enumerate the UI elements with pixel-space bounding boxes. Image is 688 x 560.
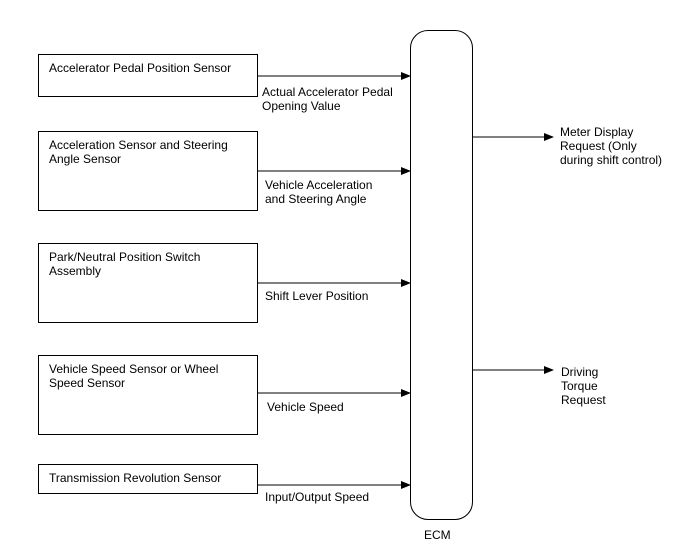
output-label-meter-display: Meter Display Request (Only during shift… (560, 125, 663, 167)
sensor-box-vehicle-speed: Vehicle Speed Sensor or Wheel Speed Sens… (38, 355, 258, 435)
sensor-label: Acceleration Sensor and Steering Angle S… (49, 138, 228, 166)
sensor-label: Accelerator Pedal Position Sensor (49, 61, 232, 75)
sensor-box-transmission-revolution: Transmission Revolution Sensor (38, 464, 258, 494)
signal-label-input-output: Input/Output Speed (265, 490, 370, 504)
sensor-box-acceleration-steering: Acceleration Sensor and Steering Angle S… (38, 131, 258, 211)
ecm-block (410, 30, 473, 520)
signal-label-accelerator: Actual Accelerator Pedal Opening Value (262, 85, 393, 113)
sensor-label: Park/Neutral Position Switch Assembly (49, 250, 201, 278)
sensor-label: Vehicle Speed Sensor or Wheel Speed Sens… (49, 362, 219, 390)
signal-label-acceleration: Vehicle Acceleration and Steering Angle (265, 178, 373, 206)
sensor-label: Transmission Revolution Sensor (49, 471, 222, 485)
output-label-driving-torque: Driving Torque Request (561, 365, 606, 407)
signal-label-vehicle-speed: Vehicle Speed (267, 400, 344, 414)
sensor-box-accelerator-pedal: Accelerator Pedal Position Sensor (38, 54, 258, 97)
sensor-box-park-neutral: Park/Neutral Position Switch Assembly (38, 243, 258, 323)
ecm-label: ECM (424, 528, 451, 542)
signal-label-shift-lever: Shift Lever Position (265, 289, 369, 303)
